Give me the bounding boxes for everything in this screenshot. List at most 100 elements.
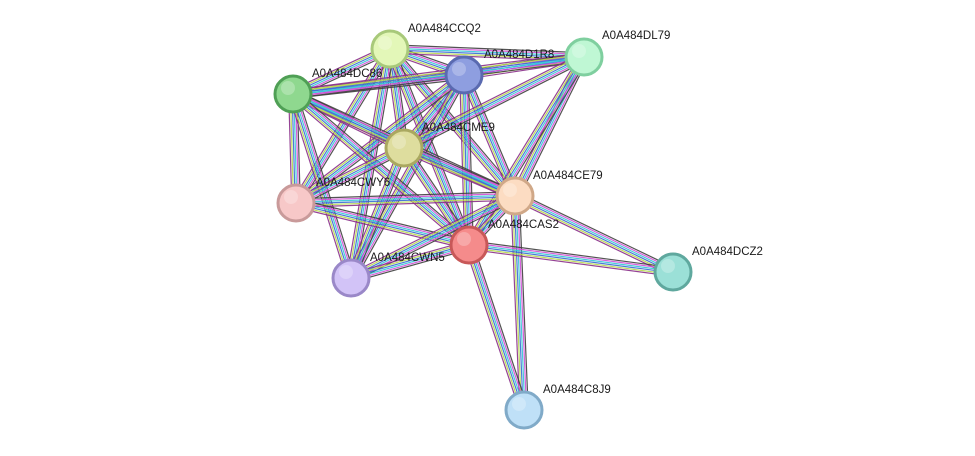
edge-evidence-line — [294, 91, 472, 244]
node-circle[interactable] — [449, 225, 489, 265]
edge-evidence-line — [292, 53, 584, 93]
edge-evidence-line — [405, 143, 517, 193]
node-A0A484DC86[interactable]: A0A484DC86 — [273, 68, 382, 114]
edge-evidence-line — [294, 145, 404, 202]
node-A0A484CAS2[interactable]: A0A484CAS2 — [449, 219, 559, 265]
edge-evidence-line — [348, 146, 403, 278]
edge-evidence-line — [468, 245, 673, 274]
edge-evidence-line — [295, 146, 404, 203]
node-label: A0A484CAS2 — [488, 219, 559, 231]
edge-evidence-line — [348, 191, 514, 275]
edge-evidence-line — [391, 46, 518, 195]
edge-evidence-line — [351, 197, 517, 281]
node-circle[interactable] — [370, 29, 410, 69]
edge-A0A484CE79-A0A484DCZ2 — [512, 191, 676, 277]
edge-evidence-line — [470, 244, 527, 410]
node-highlight — [378, 36, 392, 50]
edge-evidence-line — [405, 146, 472, 244]
edge-evidence-line — [403, 148, 515, 198]
node-circle[interactable] — [653, 252, 693, 292]
edge-evidence-line — [472, 58, 589, 248]
edge-evidence-line — [513, 196, 524, 411]
edge-evidence-line — [293, 57, 585, 96]
edge-evidence-line — [293, 47, 389, 202]
edge-evidence-line — [296, 201, 470, 245]
edge-evidence-line — [404, 145, 517, 195]
edge-evidence-line — [351, 148, 406, 279]
node-highlight — [281, 81, 295, 95]
edge-evidence-line — [390, 44, 585, 54]
edge-evidence-line — [295, 204, 469, 249]
edge-evidence-line — [513, 197, 673, 275]
edge-evidence-line — [402, 54, 584, 147]
edge-evidence-line — [404, 58, 586, 151]
edge-evidence-line — [470, 58, 587, 247]
node-A0A484DCZ2[interactable]: A0A484DCZ2 — [653, 246, 763, 292]
edge-evidence-line — [295, 90, 473, 243]
edge-evidence-line — [295, 194, 515, 203]
edge-evidence-line — [466, 245, 523, 411]
node-circle[interactable] — [495, 176, 535, 216]
node-A0A484CME9[interactable]: A0A484CME9 — [384, 122, 495, 168]
edge-evidence-line — [293, 143, 403, 200]
edge-A0A484CME9-A0A484CWN5 — [346, 146, 409, 280]
node-A0A484DL79[interactable]: A0A484DL79 — [564, 30, 670, 77]
edge-layer — [288, 44, 676, 412]
node-label: A0A484DL79 — [602, 30, 670, 42]
edge-evidence-line — [401, 52, 583, 145]
node-circle[interactable] — [384, 128, 424, 168]
edge-evidence-line — [351, 245, 470, 280]
node-circle[interactable] — [564, 37, 604, 77]
edge-evidence-line — [461, 75, 514, 198]
edge-evidence-line — [296, 49, 392, 204]
node-A0A484CCQ2[interactable]: A0A484CCQ2 — [370, 23, 481, 69]
edge-evidence-line — [386, 51, 513, 200]
edge-evidence-line — [469, 243, 674, 272]
edge-evidence-line — [351, 75, 466, 279]
edge-A0A484CAS2-A0A484C8J9 — [464, 243, 529, 412]
edge-A0A484CAS2-A0A484DCZ2 — [468, 240, 674, 277]
edge-A0A484CE79-A0A484CWN5 — [348, 191, 518, 283]
edge-A0A484CAS2-A0A484CWN5 — [349, 240, 471, 283]
edge-evidence-line — [354, 76, 469, 281]
node-circle[interactable] — [504, 390, 544, 430]
edge-A0A484DL79-A0A484DC86 — [292, 52, 585, 99]
node-A0A484C8J9[interactable]: A0A484C8J9 — [504, 384, 611, 430]
edge-evidence-line — [293, 93, 353, 278]
edge-evidence-line — [293, 92, 470, 245]
node-highlight — [512, 397, 526, 411]
edge-evidence-line — [292, 94, 469, 247]
edge-evidence-line — [297, 50, 393, 205]
edge-evidence-line — [404, 146, 516, 196]
node-A0A484D1R8[interactable]: A0A484D1R8 — [444, 49, 554, 95]
edge-evidence-line — [292, 55, 584, 94]
edge-A0A484CWY6-A0A484CE79 — [295, 191, 516, 208]
edge-evidence-line — [464, 246, 521, 412]
node-circle[interactable] — [444, 55, 484, 95]
node-A0A484CWN5[interactable]: A0A484CWN5 — [331, 252, 445, 298]
edge-evidence-line — [294, 48, 390, 203]
edge-evidence-line — [512, 199, 672, 277]
node-circle[interactable] — [273, 74, 313, 114]
edge-evidence-line — [468, 246, 673, 276]
edge-evidence-line — [518, 58, 589, 199]
edge-evidence-line — [350, 243, 469, 278]
edge-evidence-line — [350, 241, 469, 277]
edge-evidence-line — [469, 57, 586, 246]
edge-evidence-line — [464, 74, 517, 196]
edge-evidence-line — [404, 57, 585, 150]
node-label: A0A484DCZ2 — [692, 246, 763, 258]
edge-evidence-line — [294, 206, 469, 250]
edge-evidence-line — [514, 196, 673, 274]
edge-A0A484DC86-A0A484CAS2 — [289, 90, 473, 249]
node-highlight — [339, 265, 353, 279]
edge-evidence-line — [293, 58, 585, 98]
node-A0A484CE79[interactable]: A0A484CE79 — [495, 170, 603, 216]
edge-evidence-line — [472, 243, 529, 409]
edge-evidence-line — [295, 191, 515, 200]
node-A0A484CWY6[interactable]: A0A484CWY6 — [276, 177, 390, 223]
node-circle[interactable] — [331, 258, 371, 298]
node-circle[interactable] — [276, 183, 316, 223]
edge-evidence-line — [346, 146, 401, 277]
